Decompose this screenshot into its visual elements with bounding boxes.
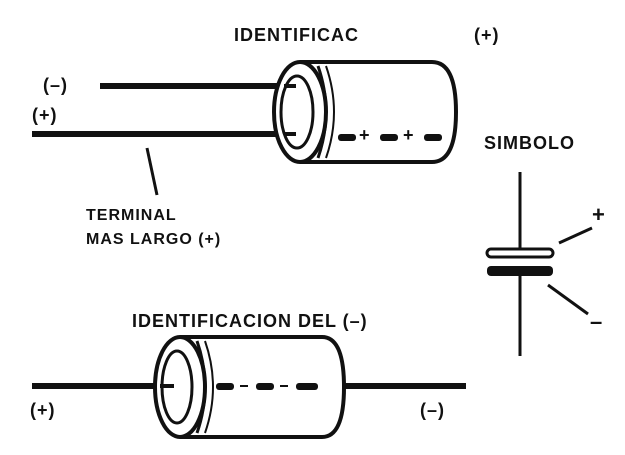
bottom-capacitor-band-2 bbox=[204, 340, 214, 434]
bottom-dash-1 bbox=[216, 383, 234, 390]
symbol-plus-label: + bbox=[592, 202, 606, 227]
capacitor-symbol bbox=[485, 172, 593, 356]
symbol-minus-pointer bbox=[547, 283, 589, 316]
top-plus-label: (+) bbox=[474, 25, 500, 45]
symbol-positive-plate bbox=[485, 247, 555, 259]
top-stripe-plus-2: + bbox=[403, 125, 415, 145]
polarity-dash-1 bbox=[338, 134, 356, 141]
polarity-dash-2 bbox=[380, 134, 398, 141]
bottom-identification-label: IDENTIFICACION DEL (–) bbox=[132, 311, 368, 331]
top-stripe-plus-1: + bbox=[359, 125, 371, 145]
lead-plus-label: (+) bbox=[32, 105, 58, 125]
lead-minus-label: (–) bbox=[43, 75, 68, 95]
top-capacitor-band-1 bbox=[316, 65, 328, 159]
bottom-left-plus-label: (+) bbox=[30, 400, 56, 420]
top-capacitor-band-2 bbox=[325, 65, 335, 159]
polarity-dash-3 bbox=[424, 134, 442, 141]
terminal-label-line-2: MAS LARGO (+) bbox=[86, 231, 222, 248]
terminal-label-line-1: TERMINAL bbox=[86, 207, 177, 224]
top-capacitor bbox=[32, 60, 459, 164]
top-identification-label: IDENTIFICAC bbox=[234, 25, 359, 45]
symbol-negative-plate bbox=[487, 266, 553, 276]
bottom-capacitor-band-1 bbox=[195, 340, 207, 434]
bottom-dash-3 bbox=[296, 383, 318, 390]
bottom-capacitor bbox=[32, 335, 466, 439]
bottom-dash-2 bbox=[256, 383, 274, 390]
symbol-title: SIMBOLO bbox=[484, 133, 575, 153]
terminal-pointer-line bbox=[145, 147, 159, 196]
bottom-right-minus-label: (–) bbox=[420, 400, 445, 420]
symbol-minus-label: – bbox=[590, 309, 604, 334]
symbol-plus-pointer bbox=[558, 226, 593, 245]
top-capacitor-end-inner bbox=[279, 74, 315, 150]
